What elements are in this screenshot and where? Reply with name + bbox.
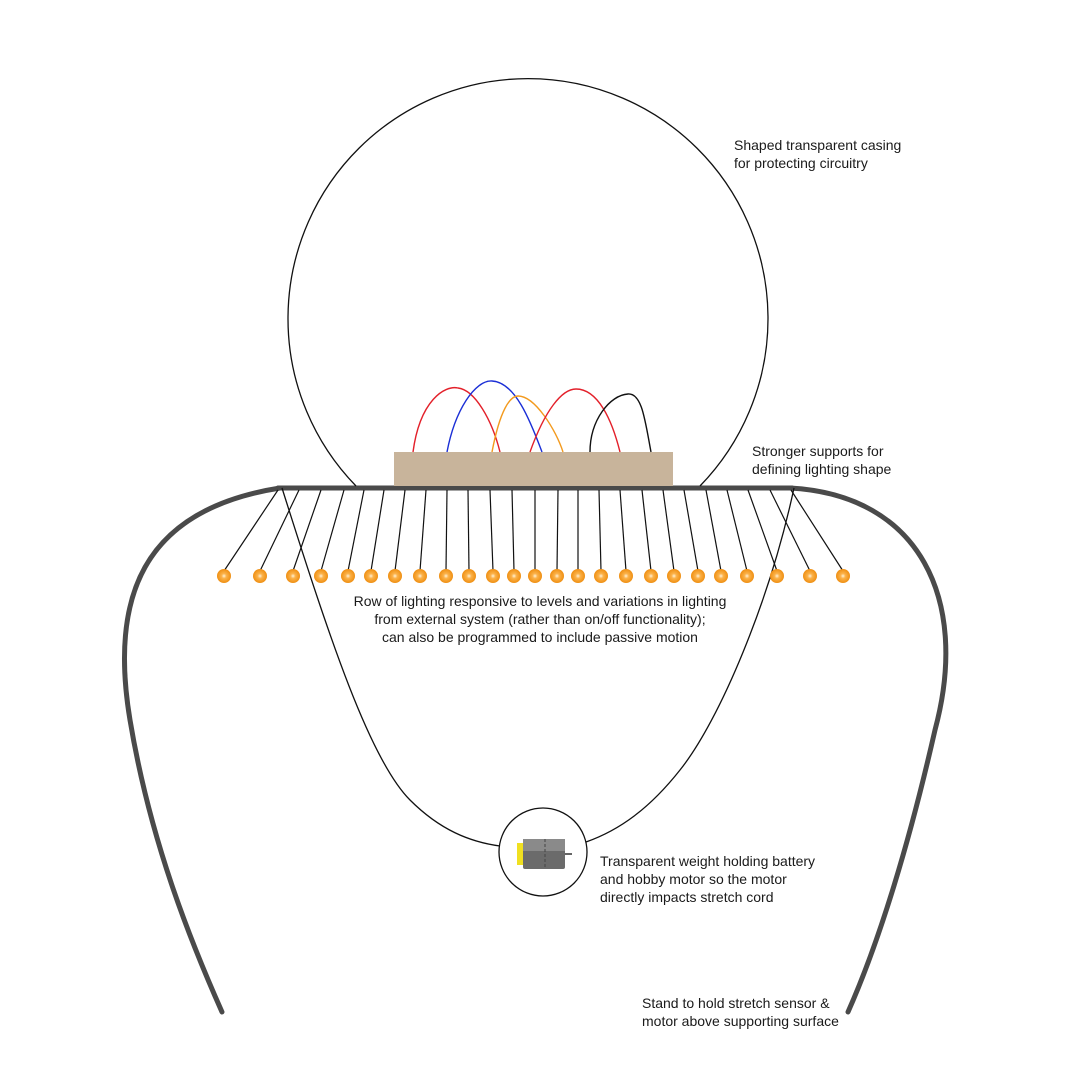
stretch-cord [281, 487, 501, 847]
stand-right-leg [787, 485, 949, 1015]
led-hanger [641, 489, 652, 572]
led-light [439, 569, 453, 583]
led-hanger [790, 489, 844, 572]
led-light [803, 569, 817, 583]
casing-label-line-1: Shaped transparent casing [734, 137, 902, 153]
wire-red-left [412, 386, 501, 453]
led-hanger [556, 489, 559, 572]
led-hanger [726, 489, 748, 572]
led-light [667, 569, 681, 583]
led-light [550, 569, 564, 583]
led-hanger [292, 489, 322, 572]
led-hanger [445, 489, 448, 572]
led-light [740, 569, 754, 583]
wire-red-right [529, 388, 621, 453]
led-light [770, 569, 784, 583]
wire-orange [491, 395, 564, 453]
led-light [507, 569, 521, 583]
led-light [217, 569, 231, 583]
led-light [644, 569, 658, 583]
weight-label-line-3: directly impacts stretch cord [600, 889, 774, 905]
led-light [364, 569, 378, 583]
transparent-casing [287, 77, 769, 487]
led-hanger [769, 489, 811, 572]
led-light [341, 569, 355, 583]
lighting-label-line-3: can also be programmed to include passiv… [382, 629, 698, 645]
led-hanger [394, 489, 406, 572]
led-hanger [747, 489, 778, 572]
led-row [217, 489, 850, 583]
wire-blue [446, 380, 543, 453]
supports-label: Stronger supports for defining lighting … [752, 442, 891, 478]
hobby-motor [517, 839, 572, 869]
led-light [714, 569, 728, 583]
casing-label-line-2: for protecting circuitry [734, 155, 868, 171]
led-hanger [619, 489, 627, 572]
wire-black [589, 393, 652, 453]
supports-label-line-1: Stronger supports for [752, 443, 884, 459]
led-light [619, 569, 633, 583]
led-hanger [662, 489, 675, 572]
led-light [314, 569, 328, 583]
led-hanger [683, 489, 699, 572]
led-light [413, 569, 427, 583]
led-hanger [259, 489, 300, 572]
led-light [253, 569, 267, 583]
casing-label: Shaped transparent casing for protecting… [734, 136, 901, 172]
led-light [594, 569, 608, 583]
led-light [486, 569, 500, 583]
led-light [836, 569, 850, 583]
led-light [462, 569, 476, 583]
led-hanger [223, 489, 279, 572]
lighting-label-line-1: Row of lighting responsive to levels and… [353, 593, 727, 609]
led-light [286, 569, 300, 583]
led-light [528, 569, 542, 583]
stand-label-line-1: Stand to hold stretch sensor & [642, 995, 830, 1011]
led-hanger [489, 489, 494, 572]
stand-label: Stand to hold stretch sensor & motor abo… [642, 994, 839, 1030]
led-light [571, 569, 585, 583]
weight-label-line-1: Transparent weight holding battery [600, 853, 816, 869]
stand-left-leg [122, 485, 283, 1015]
weight-label-line-2: and hobby motor so the motor [600, 871, 787, 887]
circuit-board [394, 452, 673, 486]
led-hanger [370, 489, 385, 572]
weight-label: Transparent weight holding battery and h… [600, 852, 815, 906]
led-light [388, 569, 402, 583]
lighting-label-line-2: from external system (rather than on/off… [374, 611, 706, 627]
led-light [691, 569, 705, 583]
stretch-cord-right [585, 487, 795, 843]
led-hanger [511, 489, 515, 572]
led-hanger [467, 489, 470, 572]
supports-label-line-2: defining lighting shape [752, 461, 892, 477]
led-hanger [705, 489, 722, 572]
led-hanger [598, 489, 602, 572]
led-hanger [320, 489, 345, 572]
stand-label-line-2: motor above supporting surface [642, 1013, 839, 1029]
lighting-label: Row of lighting responsive to levels and… [330, 592, 750, 646]
led-hanger [419, 489, 427, 572]
led-hanger [347, 489, 365, 572]
